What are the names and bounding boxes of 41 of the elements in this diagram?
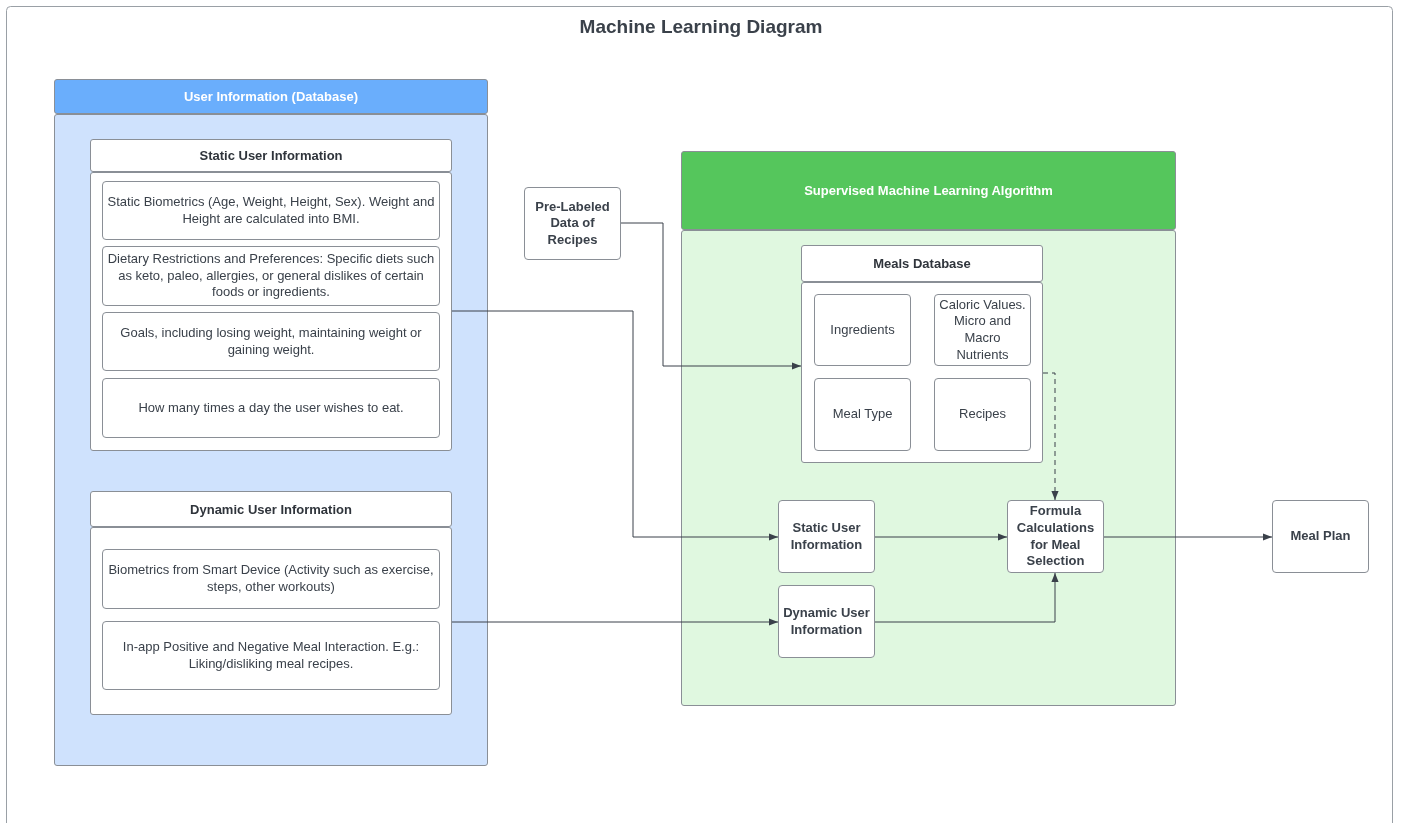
arrow xyxy=(1042,372,1059,501)
process-box xyxy=(102,312,440,371)
box-text: Caloric Values. Micro and Macro Nutrients xyxy=(938,296,1027,364)
process-box xyxy=(102,621,440,690)
diagram-title: Machine Learning Diagram xyxy=(578,16,824,38)
box-text: Biometrics from Smart Device (Activity such as exercise, steps, other workouts) xyxy=(107,562,435,596)
box-text: Static Biometrics (Age, Weight, Height, Sex). Weight and Height are calculated into BMI. xyxy=(106,193,436,228)
panel-header: Supervised Machine Learning Algorithm xyxy=(681,151,1176,230)
panel-header: Meals Database xyxy=(801,245,1043,282)
process-box xyxy=(102,378,440,438)
process-box xyxy=(814,378,911,451)
panel-header: Dynamic User Information xyxy=(90,491,452,527)
arrow xyxy=(620,222,802,370)
panel-header: User Information (Database) xyxy=(54,79,488,114)
box-text: In-app Positive and Negative Meal Interaction. E.g.: Liking/disliking meal recipes. xyxy=(121,638,421,673)
process-box xyxy=(778,500,875,573)
box-text: Recipes xyxy=(959,406,1006,423)
process-box xyxy=(778,585,875,658)
box-text: Ingredients xyxy=(830,321,895,339)
box-text: Meal Type xyxy=(832,406,893,423)
process-box xyxy=(1272,500,1369,573)
box-text: Dietary Restrictions and Preferences: Specific diets such as keto, paleo, allergies, or general dislikes of certain foods or ingredients. xyxy=(106,251,436,301)
box-text: How many times a day the user wishes to eat. xyxy=(138,399,404,417)
process-box xyxy=(102,181,440,240)
arrow xyxy=(451,310,779,541)
box-text: Meal Plan xyxy=(1290,528,1351,545)
panel-header: Static User Information xyxy=(90,139,452,172)
arrow xyxy=(451,618,779,626)
process-box xyxy=(814,294,911,366)
arrow xyxy=(874,533,1008,541)
process-box xyxy=(524,187,621,260)
box-text: Goals, including losing weight, maintaining weight or gaining weight. xyxy=(119,324,423,359)
box-text: Static User Information xyxy=(789,519,864,554)
arrow xyxy=(874,572,1059,623)
box-text: Pre-Labeled Data of Recipes xyxy=(534,198,611,249)
process-box xyxy=(934,378,1031,451)
box-text: Dynamic User Information xyxy=(782,604,871,639)
process-box xyxy=(1007,500,1104,573)
arrow xyxy=(1103,533,1273,541)
process-box xyxy=(102,549,440,609)
box-text: Formula Calculations for Meal Selection xyxy=(1015,503,1096,570)
